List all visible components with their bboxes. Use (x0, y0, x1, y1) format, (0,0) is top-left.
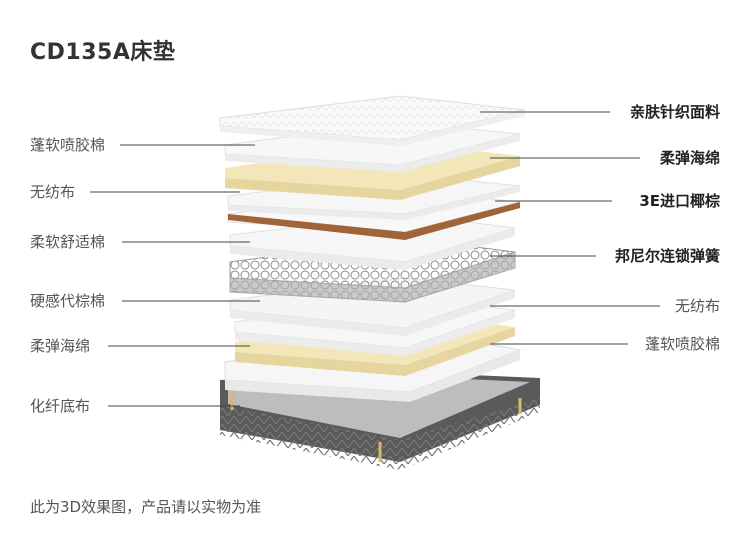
label-right-1: 亲肤针织面料 (629, 103, 720, 121)
label-right-2: 柔弹海绵 (659, 149, 720, 167)
label-left-6: 化纤底布 (30, 397, 91, 415)
label-right-5: 无纺布 (674, 297, 720, 315)
label-right-4: 邦尼尔连锁弹簧 (614, 247, 720, 265)
label-left-5: 柔弹海绵 (30, 337, 91, 355)
layer-knit-fabric (219, 95, 526, 146)
label-left-4: 硬感代棕棉 (30, 292, 106, 310)
page-title: CD135A床垫 (30, 40, 176, 65)
label-right-6: 蓬软喷胶棉 (644, 335, 720, 353)
disclaimer-text: 此为3D效果图，产品请以实物为准 (30, 498, 262, 516)
label-left-1: 蓬软喷胶棉 (30, 136, 106, 154)
label-right-3: 3E进口椰棕 (639, 192, 720, 210)
leader-lines (90, 111, 660, 407)
label-left-2: 无纺布 (30, 183, 76, 201)
label-left-3: 柔软舒适棉 (30, 233, 106, 251)
